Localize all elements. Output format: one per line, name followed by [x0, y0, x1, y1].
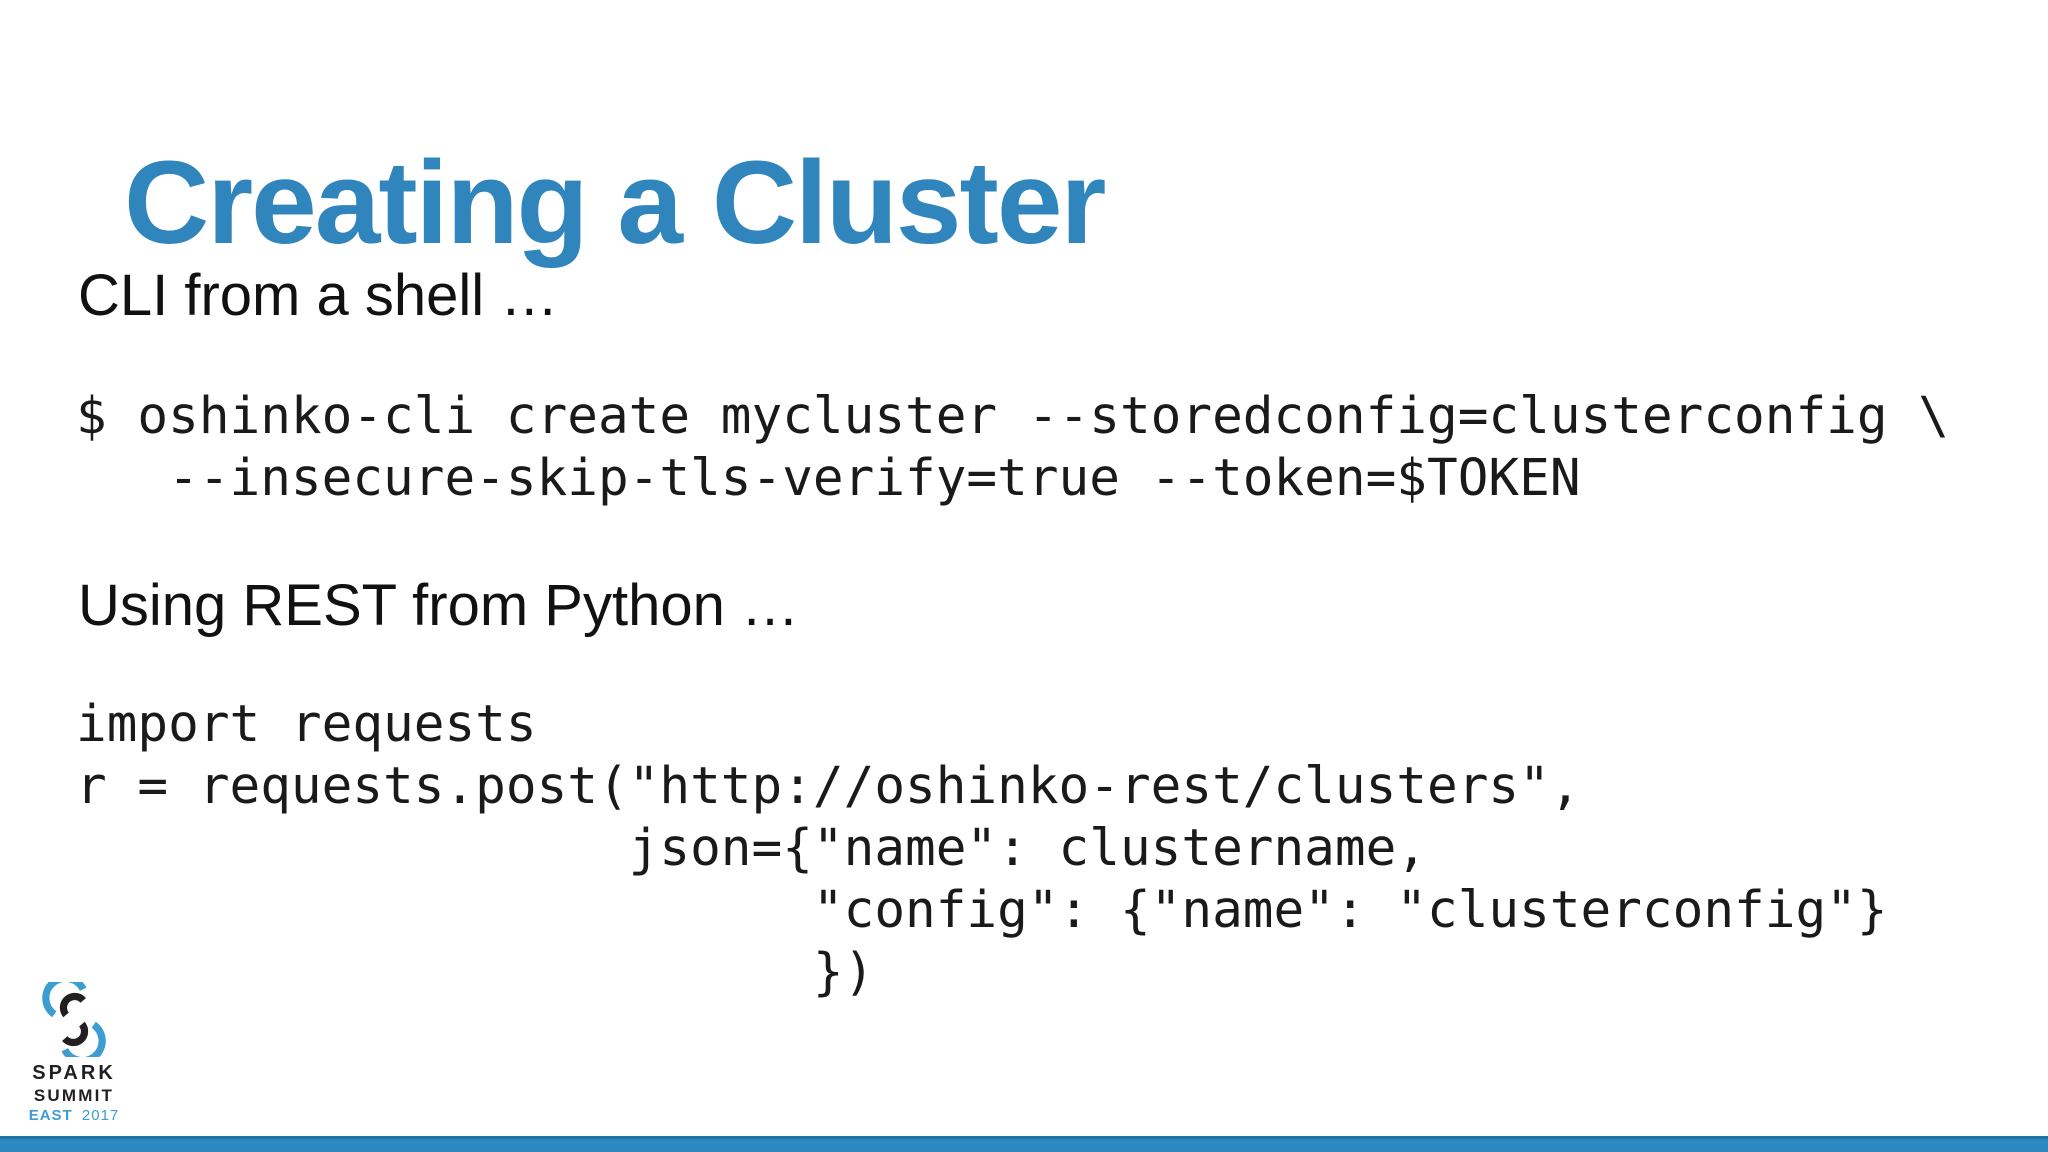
cli-section-heading: CLI from a shell … [78, 263, 559, 328]
logo-text-spark: SPARK [32, 1062, 116, 1084]
logo-edition-east: EAST [28, 1107, 73, 1124]
spark-summit-logo: SPARK SUMMIT EAST 2017 [26, 982, 122, 1123]
footer-accent-bar [0, 1136, 2048, 1152]
spark-summit-mark-icon [42, 982, 106, 1057]
logo-edition-year: 2017 [81, 1107, 120, 1124]
slide-title: Creating a Cluster [124, 137, 1106, 270]
rest-section-heading: Using REST from Python … [78, 573, 799, 638]
logo-text-edition: EAST 2017 [26, 1108, 122, 1123]
python-code-block: import requests r = requests.post("http:… [76, 695, 1888, 1002]
logo-text-summit: SUMMIT [33, 1086, 115, 1105]
cli-code-block: $ oshinko-cli create mycluster --storedc… [76, 387, 1949, 508]
